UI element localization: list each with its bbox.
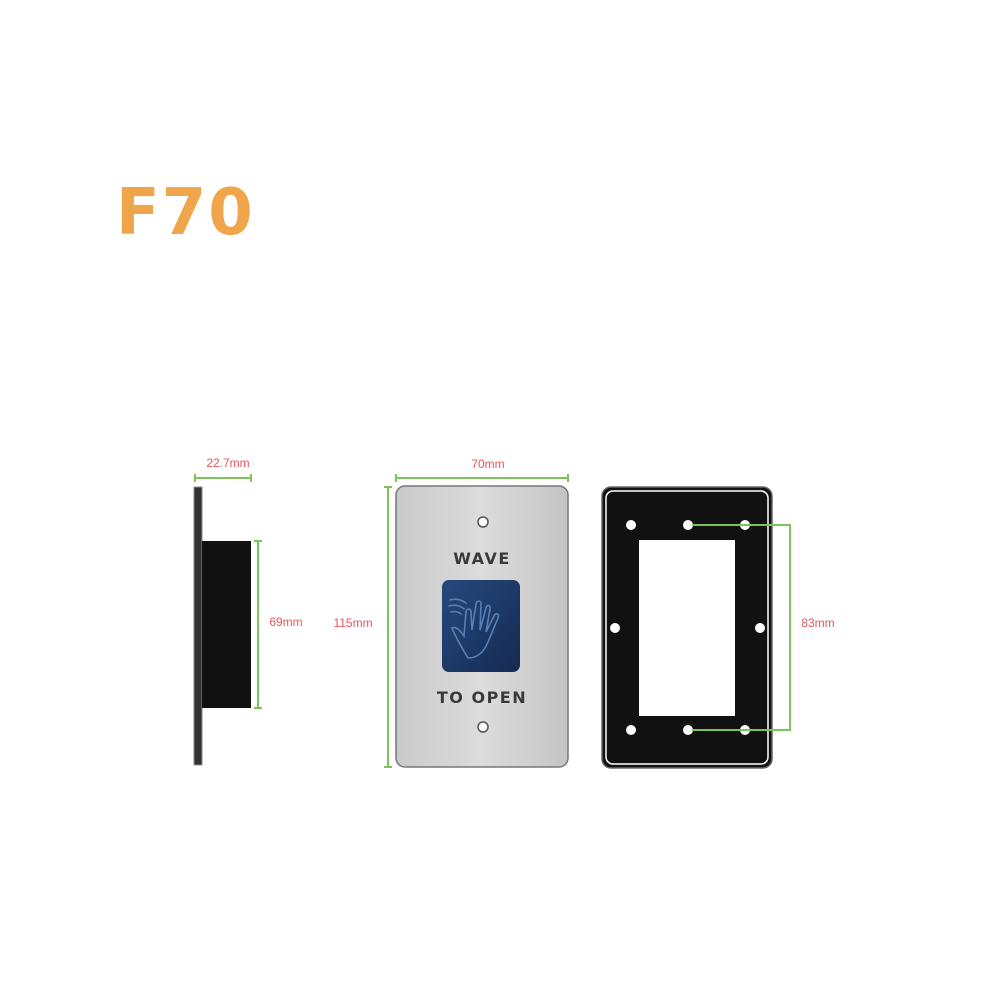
hole-spacing-dimension-line — [692, 524, 791, 731]
depth-dimension-line — [194, 474, 252, 482]
screw-hole-icon — [477, 516, 489, 528]
side-body — [202, 541, 251, 708]
waving-hand-icon — [448, 598, 500, 659]
mounting-holes — [610, 520, 765, 735]
body-height-dimension-line — [254, 540, 262, 709]
mounting-hole-icon — [610, 623, 620, 633]
front-view: WAVE TO OPEN 70mm 115mm — [333, 457, 569, 768]
side-view: 22.7mm 69mm — [193, 456, 303, 766]
mounting-hole-icon — [683, 725, 693, 735]
back-cutout — [639, 540, 735, 716]
mounting-hole-icon — [626, 520, 636, 530]
mounting-hole-icon — [755, 623, 765, 633]
back-view: 83mm — [601, 486, 835, 769]
to-open-text: TO OPEN — [437, 688, 527, 707]
height-label: 115mm — [333, 616, 372, 630]
mounting-hole-icon — [683, 520, 693, 530]
mounting-hole-icon — [626, 725, 636, 735]
body-height-label: 69mm — [269, 615, 302, 629]
width-label: 70mm — [471, 457, 504, 471]
hole-spacing-label: 83mm — [801, 616, 834, 630]
screw-hole-icon — [477, 721, 489, 733]
width-dimension-line — [395, 474, 569, 482]
product-title: F70 — [116, 176, 255, 250]
depth-label: 22.7mm — [206, 456, 249, 470]
height-dimension-line — [384, 486, 392, 768]
side-plate — [193, 486, 203, 766]
wave-text: WAVE — [453, 549, 511, 568]
